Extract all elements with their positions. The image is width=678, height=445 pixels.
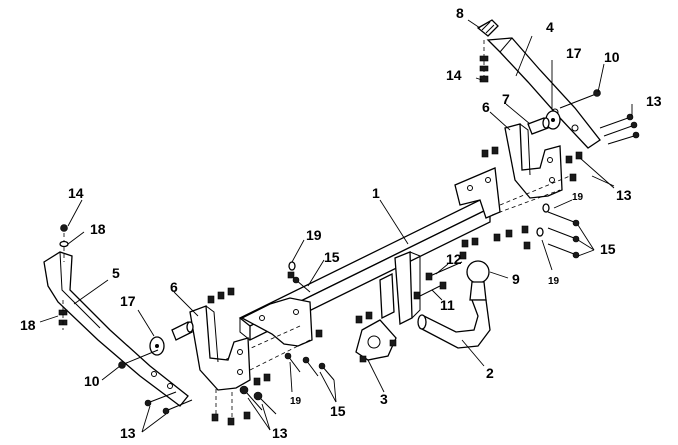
- left-side-arm-part-5: [43, 251, 189, 407]
- callout-12: 12: [446, 251, 462, 267]
- callout-19-right-top: 19: [572, 192, 584, 203]
- bolts-part-15-bottom: [284, 352, 335, 381]
- callout-11: 11: [440, 297, 455, 313]
- callout-18-left: 18: [20, 317, 36, 333]
- bolts-part-13-left: [144, 391, 193, 415]
- mounting-bracket-part-6-right: [504, 123, 563, 199]
- callout-8: 8: [456, 5, 464, 21]
- callout-3: 3: [380, 391, 388, 407]
- callout-15-right: 15: [600, 241, 616, 257]
- callout-labels: 1 2 3 4 5 6 6 7 8 9 10 10 11 12 13 13 13…: [20, 5, 662, 441]
- callout-15-bottom: 15: [330, 403, 346, 419]
- main-cross-beam-part-1: [238, 167, 501, 347]
- callout-19-upper: 19: [306, 227, 322, 243]
- callout-1: 1: [372, 185, 380, 201]
- callout-19-right: 19: [548, 276, 560, 287]
- callout-2: 2: [486, 365, 494, 381]
- spacer-tube-left: [171, 321, 194, 341]
- callout-15-upper: 15: [324, 249, 340, 265]
- bolt-part-14-top: [479, 40, 489, 83]
- callout-14-left: 14: [68, 185, 84, 201]
- callout-7: 7: [502, 91, 510, 107]
- bolts-part-13-top-right: [599, 113, 640, 145]
- washer-part-17-left: [149, 336, 165, 356]
- callout-17-top: 17: [566, 45, 582, 61]
- callout-17-left: 17: [120, 293, 136, 309]
- mounting-bracket-part-6-left: [189, 305, 251, 391]
- nuts-part-18-left: [58, 300, 68, 330]
- leader-lines: [39, 19, 633, 433]
- socket-plate-part-3: [355, 319, 397, 363]
- long-bolt-part-10-left: [118, 349, 159, 369]
- callout-5: 5: [112, 265, 120, 281]
- bolt-part-12: [425, 261, 463, 281]
- bolt-part-14-left: [59, 224, 69, 262]
- callout-6-right: 6: [482, 99, 490, 115]
- callout-10-left: 10: [84, 373, 100, 389]
- callout-14-top: 14: [446, 67, 462, 83]
- callout-6-left: 6: [170, 279, 178, 295]
- callout-10-top: 10: [604, 49, 620, 65]
- right-side-arm-part-4: [486, 37, 601, 149]
- callout-19-bottom: 19: [290, 396, 302, 407]
- bolts-part-13-bottom: [239, 385, 277, 415]
- callout-13-top-right: 13: [646, 93, 662, 109]
- bolts-part-15-right: [521, 203, 580, 259]
- nuts-left-bracket: [207, 287, 271, 426]
- long-bolt-part-10-top: [559, 89, 601, 109]
- callout-13-bottom: 13: [272, 425, 288, 441]
- top-bracket-part-8: [476, 19, 499, 37]
- callout-18-top-left: 18: [90, 221, 106, 237]
- nuts-center: [315, 229, 513, 338]
- spacer-tube-part-7: [527, 117, 550, 135]
- callout-13-right: 13: [616, 187, 632, 203]
- gooseneck-part-2: [417, 299, 491, 349]
- tow-ball-part-9: [466, 260, 490, 301]
- callout-9: 9: [512, 271, 520, 287]
- bolt-part-11: [413, 281, 447, 300]
- callout-13-left: 13: [120, 425, 136, 441]
- callout-4: 4: [546, 19, 554, 35]
